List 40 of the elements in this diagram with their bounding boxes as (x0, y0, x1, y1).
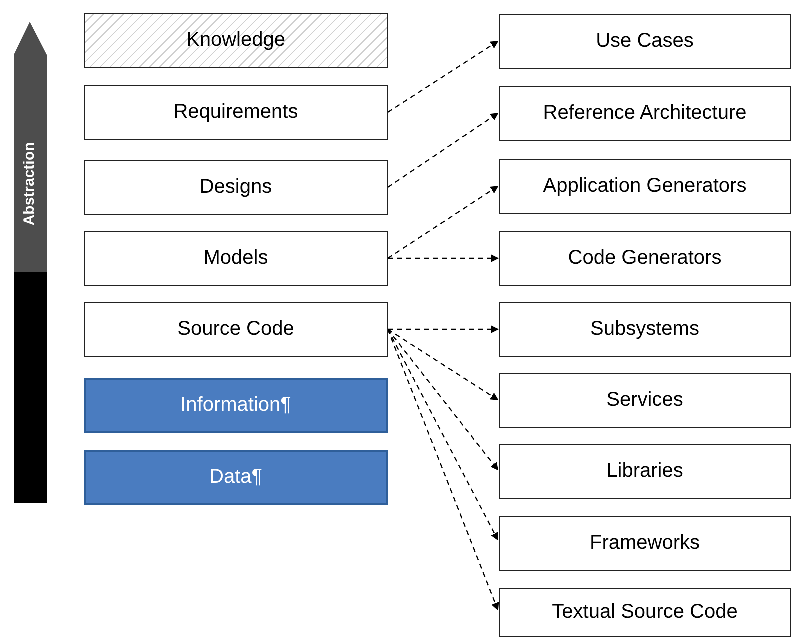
process-box (499, 444, 791, 499)
box-label: Knowledge (186, 28, 286, 53)
box-label: Application Generators (543, 174, 747, 199)
dashed-arrow (388, 186, 499, 259)
box-label: Libraries (606, 459, 684, 484)
process-box (84, 302, 388, 357)
process-box (499, 14, 791, 69)
process-box (84, 160, 388, 215)
box-label: Frameworks (590, 531, 700, 556)
box-label: Models (204, 246, 268, 271)
box-label: Services (606, 388, 684, 413)
box-label: Source Code (178, 317, 294, 342)
box-label: Reference Architecture (543, 101, 747, 126)
process-box (499, 373, 791, 428)
box-label: Information¶ (180, 393, 292, 418)
process-box (499, 231, 791, 286)
process-box (499, 588, 791, 637)
dashed-arrow (388, 40, 499, 113)
process-box (499, 159, 791, 214)
process-box (84, 85, 388, 140)
box-label: Textual Source Code (552, 600, 738, 625)
process-box (499, 86, 791, 141)
dashed-arrow (388, 329, 499, 471)
dashed-arrow (388, 326, 499, 334)
dashed-arrow (388, 254, 499, 262)
process-box (84, 231, 388, 286)
process-box (84, 450, 388, 505)
box-label: Subsystems (590, 317, 700, 342)
box-label: Requirements (174, 100, 298, 125)
box-label: Use Cases (596, 29, 694, 54)
process-box (84, 13, 388, 68)
box-label: Code Generators (568, 246, 722, 271)
box-label: Designs (200, 175, 272, 200)
process-box (84, 378, 388, 433)
process-box (499, 516, 791, 571)
dashed-arrow (388, 329, 499, 401)
dashed-arrow (388, 112, 499, 188)
process-box (499, 302, 791, 357)
box-label: Data¶ (210, 465, 262, 490)
axis-label: Abstraction (21, 141, 39, 228)
